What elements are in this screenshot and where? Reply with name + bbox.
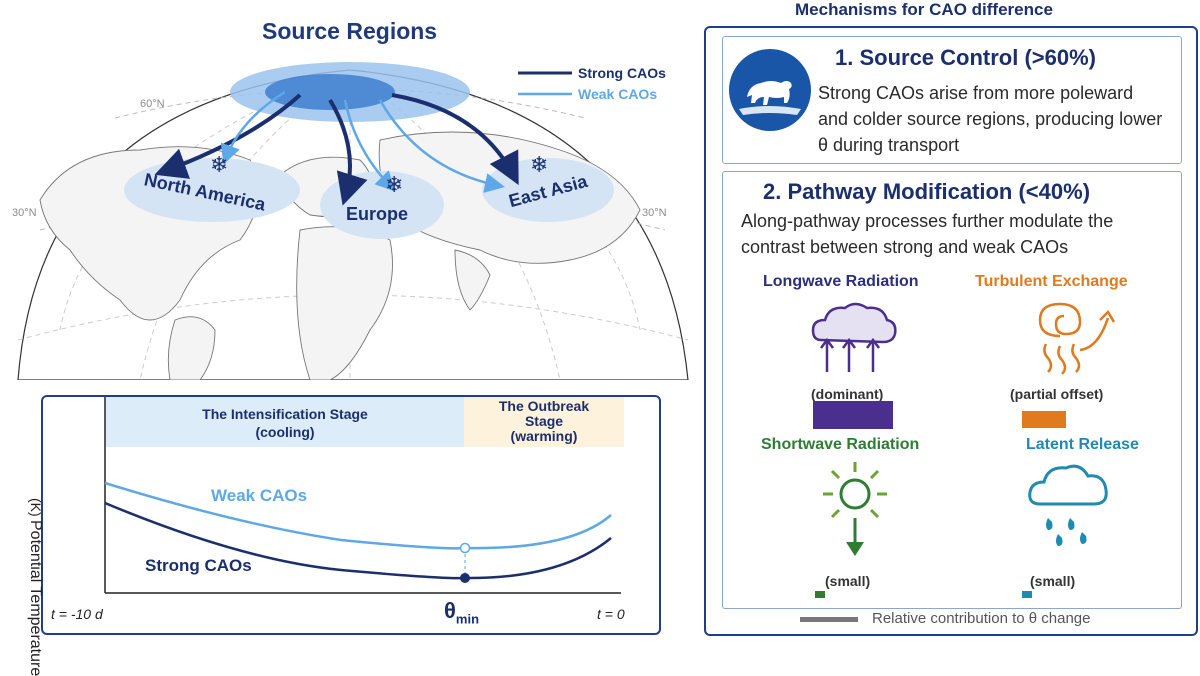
lat-30-left-label: 30°N [12,207,37,219]
strong-arrow-europe [328,98,368,206]
contribution-legend-swatch [800,617,858,622]
strong-arrow-north-america [154,93,302,179]
pathway-modification-text: Along-pathway processes further modulate… [741,211,1114,257]
x-start-label: t = -10 d [51,606,103,622]
weak-arrow-north-america [220,90,286,165]
weak-arrow-europe [343,99,396,192]
shortwave-title: Shortwave Radiation [761,436,920,453]
strong-min-marker [460,573,470,583]
india-land [454,249,491,311]
polar-bear-glyph [739,81,801,115]
snowflake-icon: ❄ [530,152,548,177]
latent-contribution-bar [1022,591,1032,598]
pathway-modification-box [722,171,1182,609]
longwave-note: (dominant) [811,386,884,402]
weak-cao-curve [104,481,612,550]
south-america-land [167,316,216,380]
intensification-stage-band [106,397,464,447]
pathway-modification-title: 2. Pathway Modification (<40%) [763,179,1091,204]
outbreak-stage-band [464,397,624,447]
legend-weak-label: Weak CAOs [578,86,658,102]
snowflake-icon: ❄ [210,152,228,177]
longwave-contribution-bar [813,401,893,429]
lat-60-label: 60°N [140,98,165,110]
weak-min-marker [459,542,471,554]
lat-30-right-label: 30°N [642,207,667,219]
shortwave-contribution-bar [815,591,825,598]
turbulent-note: (partial offset) [1010,386,1104,402]
x-end-label: t = 0 [597,606,625,622]
polar-bear-icon [729,49,811,131]
theta-min-label: θmin [444,598,480,627]
ylabel-text: Potential Temperature [27,520,44,676]
source-control-title: 1. Source Control (>60%) [835,45,1097,70]
longwave-title: Longwave Radiation [763,273,919,290]
sun-icon [823,462,887,556]
ylabel-unit: (K) [28,498,44,517]
snowflake-icon: ❄ [385,172,403,197]
turbulent-title: Turbulent Exchange [975,273,1128,290]
weak-caos-label: Weak CAOs [211,486,308,505]
weak-arrow-east-asia [378,99,505,193]
contribution-legend-text: Relative contribution to θ change [872,610,1091,627]
rain-cloud-icon [1028,464,1108,546]
intensification-stage-label: The Intensification Stage (cooling) [202,406,368,440]
mechanisms-title: Mechanisms for CAO difference [795,0,1053,19]
strong-cao-curve [104,501,612,580]
outbreak-stage-label: The Outbreak Stage (warming) [498,398,590,444]
strong-arrow-east-asia [391,93,519,186]
latent-title: Latent Release [1026,436,1139,453]
strong-caos-label: Strong CAOs [145,556,252,575]
source-control-text: Strong CAOs arise from more poleward and… [818,83,1163,155]
turbulent-swirl-icon [1038,302,1116,375]
map-figure: ❄ ❄ ❄ [17,62,689,380]
timeseries-chart [104,397,621,594]
latent-note: (small) [1030,573,1076,589]
legend-strong-label: Strong CAOs [578,65,666,81]
turbulent-contribution-bar [1022,411,1066,428]
region-label-europe: Europe [346,204,409,224]
arctic-core-region [265,74,395,110]
shortwave-note: (small) [825,573,871,589]
longwave-cloud-icon [811,302,897,372]
map-title: Source Regions [262,18,438,44]
